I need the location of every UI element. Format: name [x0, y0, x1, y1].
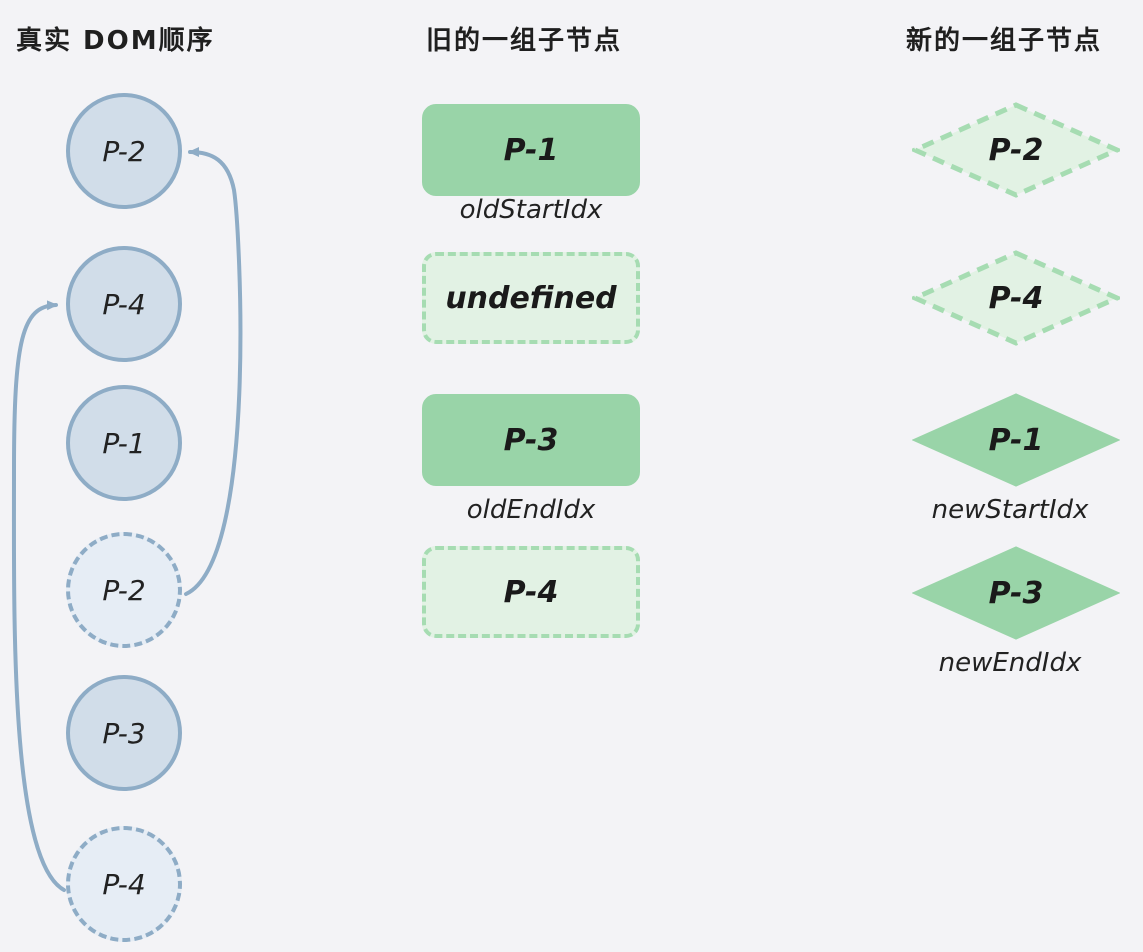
- new-node-label: P-2: [988, 132, 1044, 168]
- old-children-title: 旧的一组子节点: [426, 26, 623, 56]
- dom-node: P-3: [66, 675, 182, 791]
- dom-node: P-2: [66, 93, 182, 209]
- old-start-idx-label: oldStartIdx: [459, 195, 603, 225]
- new-node: P-4: [912, 250, 1120, 346]
- move-arrow-p4: [11, 300, 66, 892]
- dom-node: P-1: [66, 385, 182, 501]
- new-start-idx-label: newStartIdx: [931, 495, 1089, 525]
- dom-node-moved: P-4: [66, 826, 182, 942]
- dom-node: P-4: [66, 246, 182, 362]
- old-node: P-1: [422, 104, 640, 196]
- new-node-label: P-4: [988, 280, 1044, 316]
- old-node: P-4: [422, 546, 640, 638]
- move-arrow-p2: [184, 147, 243, 596]
- new-end-idx-label: newEndIdx: [938, 648, 1082, 678]
- dom-node-moved: P-2: [66, 532, 182, 648]
- new-children-title: 新的一组子节点: [906, 26, 1103, 56]
- new-node-label: P-3: [988, 575, 1044, 611]
- new-node: P-2: [912, 102, 1120, 198]
- new-node-label: P-1: [988, 422, 1044, 458]
- old-node: P-3: [422, 394, 640, 486]
- new-node: P-1: [912, 392, 1120, 488]
- new-node: P-3: [912, 545, 1120, 641]
- real-dom-title: 真实 DOM顺序: [16, 26, 215, 56]
- old-end-idx-label: oldEndIdx: [466, 495, 596, 525]
- old-node-undefined: undefined: [422, 252, 640, 344]
